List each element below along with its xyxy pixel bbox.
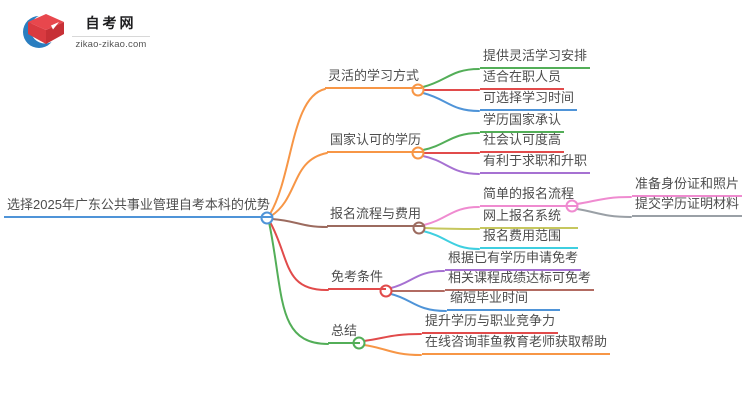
branch-node-recognized-degree[interactable]: 国家认可的学历 (327, 132, 425, 153)
child-node[interactable]: 在线咨询菲鱼教育老师获取帮助 (422, 334, 611, 355)
connector-line (576, 208, 632, 218)
child-node[interactable]: 相关课程成绩达标可免考 (445, 270, 595, 291)
logo-divider (72, 35, 150, 37)
connector-line (269, 88, 326, 215)
connector-line (271, 218, 328, 228)
connector-line (576, 196, 632, 205)
branch-node-flexible-study[interactable]: 灵活的学习方式 (325, 68, 423, 89)
child-node[interactable]: 学历国家承认 (480, 112, 565, 133)
zikao-logo-icon (23, 14, 64, 48)
connector-line (268, 221, 329, 345)
connector-line (422, 155, 480, 175)
branch-node-exemption[interactable]: 免考条件 (328, 269, 387, 290)
grandchild-node[interactable]: 准备身份证和照片 (632, 176, 743, 197)
connector-line (363, 333, 422, 342)
connector-line (269, 221, 329, 292)
logo-title: 自考网 (85, 14, 137, 31)
child-node[interactable]: 缩短毕业时间 (447, 290, 560, 311)
site-logo[interactable]: 自考网 zikao-zikao.com (22, 8, 152, 54)
child-node[interactable]: 适合在职人员 (480, 69, 565, 90)
connector-line (422, 68, 480, 88)
connector-line (270, 152, 328, 217)
connector-line (422, 230, 480, 250)
child-node[interactable]: 有利于求职和升职 (480, 153, 591, 174)
connector-line (424, 227, 480, 230)
root-node[interactable]: 选择2025年广东公共事业管理自考本科的优势 (4, 197, 272, 218)
child-node[interactable]: 社会认可度高 (480, 132, 565, 153)
branch-node-registration[interactable]: 报名流程与费用 (327, 206, 425, 227)
branch-node-summary[interactable]: 总结 (328, 323, 361, 344)
child-node[interactable]: 可选择学习时间 (480, 90, 578, 111)
child-node[interactable]: 提供灵活学习安排 (480, 48, 591, 69)
connector-line (390, 293, 447, 312)
branch-node-handle[interactable] (411, 146, 425, 160)
grandchild-node[interactable]: 提交学历证明材料 (632, 196, 743, 217)
connector-line (423, 206, 480, 226)
child-node[interactable]: 根据已有学历申请免考 (445, 250, 582, 271)
connector-line (422, 92, 480, 112)
child-node[interactable]: 简单的报名流程 (480, 186, 578, 207)
child-node[interactable]: 网上报名系统 (480, 208, 578, 229)
logo-domain: zikao-zikao.com (75, 38, 147, 50)
connector-line (363, 344, 422, 356)
connector-line (422, 132, 480, 151)
root-node-handle[interactable] (260, 211, 274, 225)
connector-line (390, 270, 445, 289)
child-node[interactable]: 报名费用范围 (480, 228, 578, 249)
child-node[interactable]: 提升学历与职业竞争力 (422, 313, 559, 334)
